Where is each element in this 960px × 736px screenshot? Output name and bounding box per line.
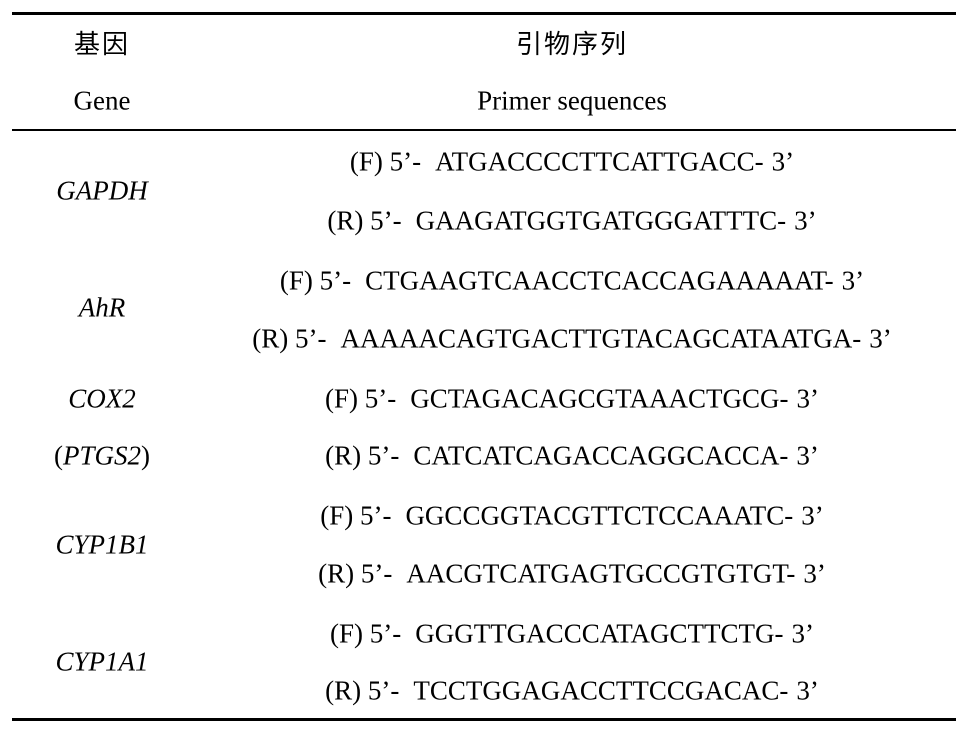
primer-sequence: GGGTTGACCCATAGCTTCTG- — [415, 618, 784, 649]
primer-reverse: (R) 5’- TCCTGGAGACCTTCCGACAC-3’ — [325, 675, 819, 706]
primer-prefix: (F) 5’- — [279, 265, 352, 296]
primer-reverse: (R) 5’- AAAAACAGTGACTTGTACAGCATAATGA-3’ — [252, 323, 892, 354]
primer-prefix: (R) 5’- — [325, 675, 400, 706]
primer-reverse: (R) 5’- AACGTCATGAGTGCCGTGTGT-3’ — [318, 558, 826, 589]
primer-suffix: 3’ — [801, 500, 824, 531]
primer-suffix: 3’ — [796, 440, 819, 471]
header-gene-en: Gene — [73, 85, 131, 116]
primer-reverse: (R) 5’- CATCATCAGACCAGGCACCA-3’ — [325, 440, 819, 471]
primer-sequence: CTGAAGTCAACCTCACCAGAAAAAT- — [365, 265, 834, 296]
primer-prefix: (R) 5’- — [325, 440, 400, 471]
primer-suffix: 3’ — [841, 265, 865, 296]
primer-sequence: GGCCGGTACGTTCTCCAAATC- — [405, 500, 794, 531]
gene-alias-open: ( — [53, 440, 63, 471]
primer-prefix: (R) 5’- — [327, 205, 402, 236]
primer-reverse: (R) 5’- GAAGATGGTGATGGGATTTC-3’ — [327, 205, 817, 236]
header-primer-en: Primer sequences — [477, 85, 667, 116]
primer-suffix: 3’ — [791, 618, 815, 649]
primer-suffix: 3’ — [803, 558, 826, 589]
primer-sequence: GAAGATGGTGATGGGATTTC- — [415, 205, 787, 236]
gene-alias-name: PTGS2 — [62, 440, 142, 471]
primer-forward: (F) 5’- GGCCGGTACGTTCTCCAAATC-3’ — [320, 500, 824, 531]
primer-suffix: 3’ — [771, 146, 795, 177]
primer-suffix: 3’ — [869, 323, 892, 354]
table-header-rule — [12, 129, 956, 131]
primer-prefix: (F) 5’- — [329, 618, 402, 649]
primer-suffix: 3’ — [794, 205, 817, 236]
primer-sequence: AAAAACAGTGACTTGTACAGCATAATGA- — [340, 323, 862, 354]
primer-prefix: (F) 5’- — [325, 383, 397, 414]
table-top-rule — [12, 12, 956, 15]
gene-name: AhR — [78, 292, 126, 323]
primer-sequence: ATGACCCCTTCATTGACC- — [435, 146, 764, 177]
gene-name: CYP1B1 — [55, 529, 149, 560]
gene-alias: (PTGS2) — [53, 440, 151, 471]
primer-prefix: (F) 5’- — [320, 500, 392, 531]
primer-forward: (F) 5’- CTGAAGTCAACCTCACCAGAAAAAT-3’ — [279, 265, 865, 296]
primer-suffix: 3’ — [796, 383, 819, 414]
primer-prefix: (F) 5’- — [349, 146, 422, 177]
gene-name: COX2 — [68, 383, 136, 414]
primer-sequence: AACGTCATGAGTGCCGTGTGT- — [406, 558, 796, 589]
primer-prefix: (R) 5’- — [318, 558, 393, 589]
primer-sequence: CATCATCAGACCAGGCACCA- — [413, 440, 789, 471]
primer-forward: (F) 5’- GCTAGACAGCGTAAACTGCG-3’ — [325, 383, 819, 414]
header-gene-cn: 基因 — [73, 30, 131, 60]
table-bottom-rule — [12, 718, 956, 721]
header-primer-cn: 引物序列 — [515, 30, 629, 60]
primer-forward: (F) 5’- ATGACCCCTTCATTGACC-3’ — [349, 146, 795, 177]
primer-sequence: TCCTGGAGACCTTCCGACAC- — [413, 675, 789, 706]
gene-name: GAPDH — [56, 175, 148, 206]
gene-alias-close: ) — [141, 440, 151, 471]
primer-forward: (F) 5’- GGGTTGACCCATAGCTTCTG-3’ — [329, 618, 815, 649]
primer-suffix: 3’ — [796, 675, 819, 706]
primer-sequence: GCTAGACAGCGTAAACTGCG- — [410, 383, 789, 414]
gene-name: CYP1A1 — [55, 646, 149, 677]
primer-prefix: (R) 5’- — [252, 323, 327, 354]
